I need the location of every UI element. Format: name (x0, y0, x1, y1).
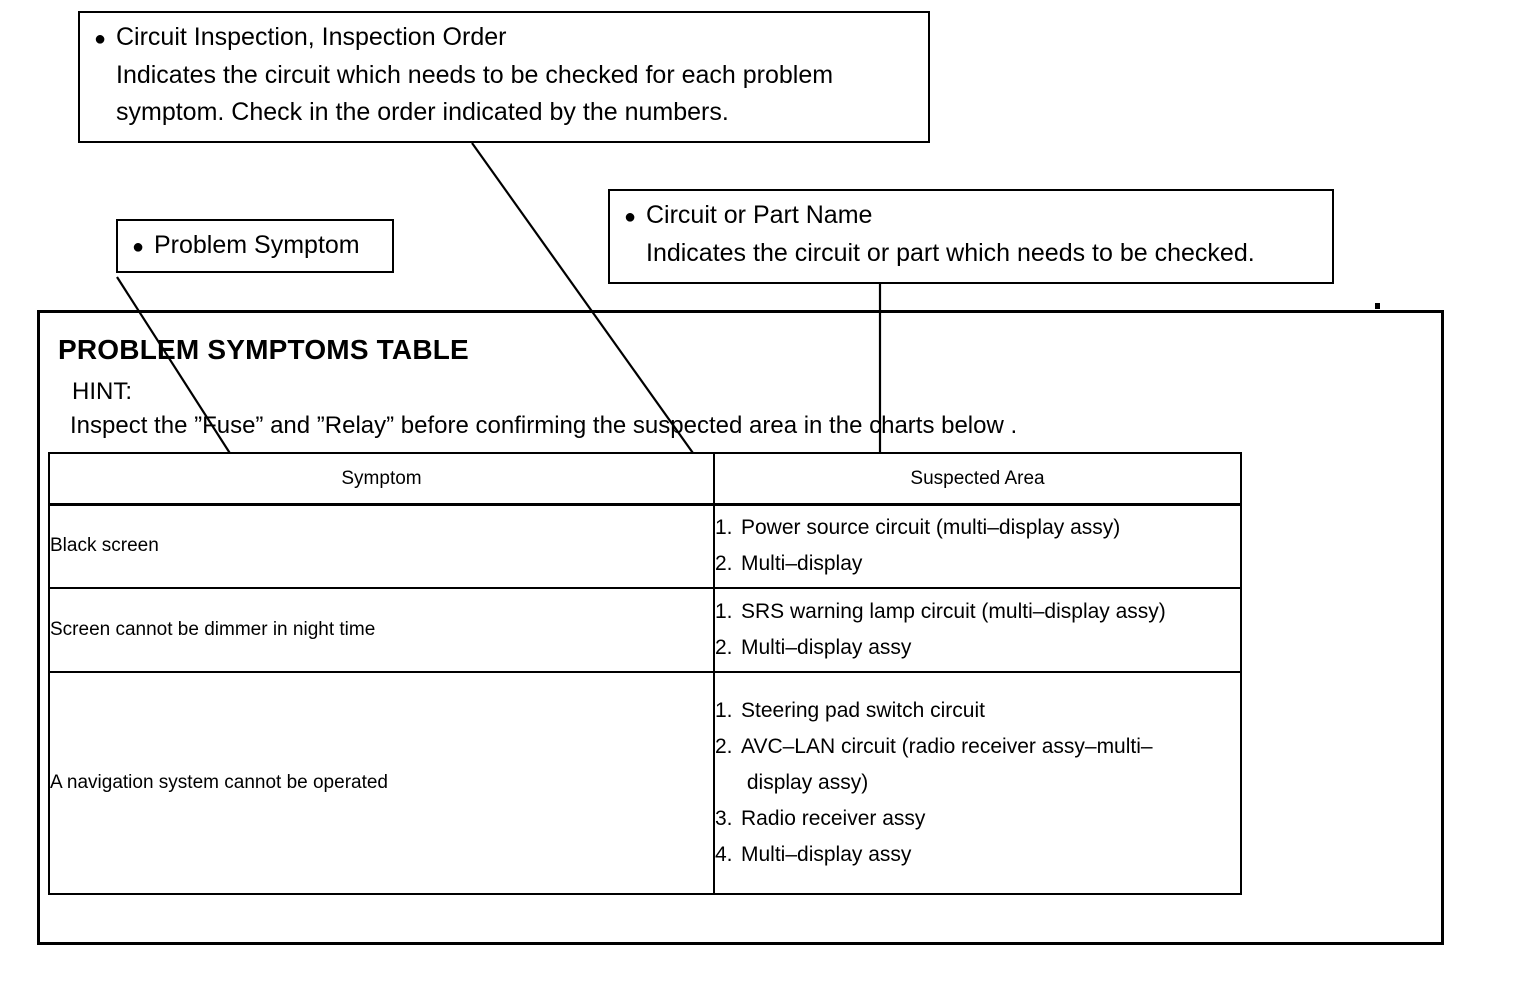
callout-heading-text: Problem Symptom (154, 231, 360, 259)
list-item: 2. Multi–display (715, 546, 1240, 582)
list-item-number: 1. (715, 698, 733, 722)
hint-text: Inspect the ”Fuse” and ”Relay” before co… (70, 412, 1018, 439)
list-item-text: AVC–LAN circuit (radio receiver assy–mul… (741, 734, 1153, 794)
list-item: 1. SRS warning lamp circuit (multi–displ… (715, 594, 1240, 630)
problem-symptoms-table: Symptom Suspected Area Black screen 1. P… (48, 452, 1242, 895)
list-item-text: Radio receiver assy (741, 806, 926, 830)
list-item-number: 2. (715, 734, 733, 758)
hint-label: HINT: (72, 378, 132, 405)
list-item-text: Multi–display assy (741, 842, 912, 866)
suspected-area-cell: 1. Power source circuit (multi–display a… (713, 503, 1242, 589)
column-header-suspected-area: Suspected Area (713, 452, 1242, 506)
list-item-text: Steering pad switch circuit (741, 698, 985, 722)
callout-circuit-or-part-name: ● Circuit or Part Name Indicates the circ… (608, 189, 1334, 284)
table-row: Screen cannot be dimmer in night time 1.… (48, 586, 1242, 673)
table-header-row: Symptom Suspected Area (48, 452, 1242, 506)
callout-circuit-inspection-order: ● Circuit Inspection, Inspection Order In… (78, 11, 930, 143)
column-header-symptom: Symptom (48, 452, 715, 506)
bullet-icon: ● (94, 28, 107, 50)
list-item: 4. Multi–display assy (715, 837, 1240, 873)
list-item: 1. Steering pad switch circuit (715, 693, 1240, 729)
list-item-text: SRS warning lamp circuit (multi–display … (741, 599, 1166, 623)
table-row: A navigation system cannot be operated 1… (48, 670, 1242, 895)
list-item: 2. Multi–display assy (715, 630, 1240, 666)
page-title: PROBLEM SYMPTOMS TABLE (58, 334, 469, 365)
symptom-cell: Screen cannot be dimmer in night time (48, 586, 715, 673)
callout-heading-line: ● Problem Symptom (132, 227, 378, 265)
list-item: 2. AVC–LAN circuit (radio receiver assy–… (715, 729, 1240, 801)
list-item-number: 1. (715, 599, 733, 623)
suspected-area-cell: 1. Steering pad switch circuit 2. AVC–LA… (713, 670, 1242, 895)
callout-heading-line: ● Circuit Inspection, Inspection Order (94, 19, 914, 57)
list-item-text: Multi–display (741, 552, 863, 576)
bullet-icon: ● (624, 206, 637, 228)
callout-heading-text: Circuit Inspection, Inspection Order (116, 23, 507, 51)
table-row: Black screen 1. Power source circuit (mu… (48, 503, 1242, 589)
list-item-number: 3. (715, 806, 733, 830)
symptom-cell: Black screen (48, 503, 715, 589)
callout-heading-text: Circuit or Part Name (646, 201, 873, 229)
suspected-area-cell: 1. SRS warning lamp circuit (multi–displ… (713, 586, 1242, 673)
list-item-number: 4. (715, 842, 733, 866)
callout-body-line-1: Indicates the circuit or part which need… (646, 239, 1255, 267)
bullet-icon: ● (132, 236, 145, 258)
symptom-cell: A navigation system cannot be operated (48, 670, 715, 895)
list-item-text: Power source circuit (multi–display assy… (741, 516, 1121, 540)
suspected-area-list: 1. SRS warning lamp circuit (multi–displ… (715, 594, 1240, 666)
list-item-text: Multi–display assy (741, 635, 912, 659)
suspected-area-list: 1. Steering pad switch circuit 2. AVC–LA… (715, 693, 1240, 873)
problem-symptoms-section-frame (37, 310, 1444, 945)
list-item: 3. Radio receiver assy (715, 801, 1240, 837)
list-item-number: 2. (715, 552, 733, 576)
scan-tick-mark (1375, 303, 1380, 309)
suspected-area-list: 1. Power source circuit (multi–display a… (715, 510, 1240, 582)
callout-heading-line: ● Circuit or Part Name (624, 197, 1318, 235)
callout-problem-symptom: ● Problem Symptom (116, 219, 394, 273)
list-item-number: 1. (715, 516, 733, 540)
callout-body-line-1: Indicates the circuit which needs to be … (116, 61, 834, 89)
list-item: 1. Power source circuit (multi–display a… (715, 510, 1240, 546)
callout-body-line-2: symptom. Check in the order indicated by… (116, 98, 729, 126)
list-item-number: 2. (715, 635, 733, 659)
